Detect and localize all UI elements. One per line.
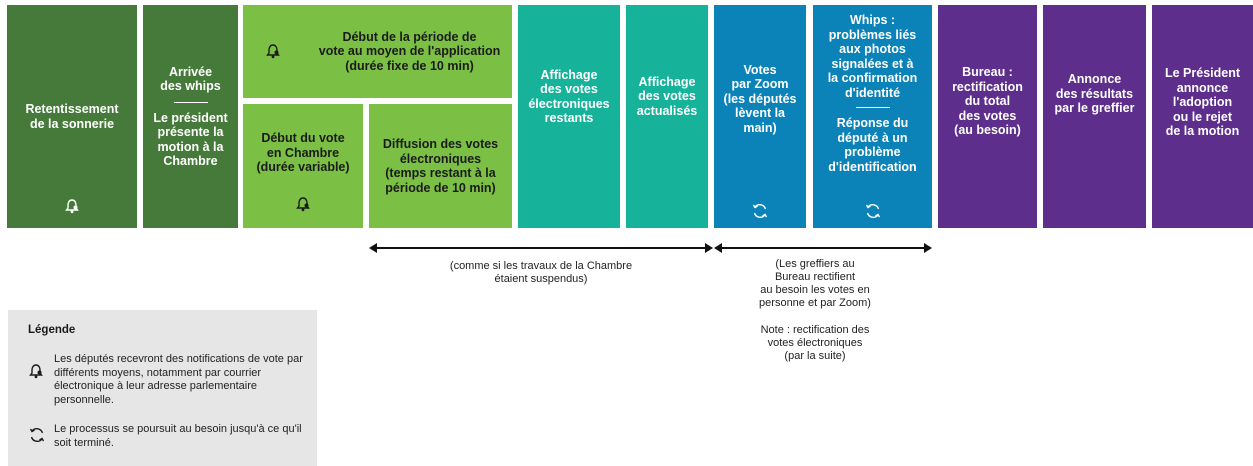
step-app-voting-start-label: Début de la période de vote au moyen de … <box>318 29 501 73</box>
note-clerks-correct: (Les greffiers au Bureau rectifient au b… <box>759 258 871 309</box>
note-suspended: (comme si les travaux de la Chambre étai… <box>449 260 633 285</box>
step-remaining-votes-display-label: Affichage des votes électroniques restan… <box>528 67 610 126</box>
step-motion-presented-label: Le président présente la motion à la Cha… <box>153 110 228 169</box>
step-speaker-announces-label: Le Président annonce l'adoption ou le re… <box>1164 66 1241 139</box>
legend-cycle-text: Le processus se poursuit au besoin jusqu… <box>54 423 302 449</box>
step-house-vote-start-label: Début du vote en Chambre (durée variable… <box>256 131 350 175</box>
step-bell-rings-label: Retentissement de la sonnerie <box>25 102 119 131</box>
bell-icon <box>29 364 43 379</box>
step-whips-identity-issues-label: Whips : problèmes liés aux photos signal… <box>827 13 918 100</box>
timeline-arrow-right <box>714 244 932 252</box>
step-updated-votes-display-label: Affichage des votes actualisés <box>636 74 698 118</box>
step-remaining-votes-display: Affichage des votes électroniques restan… <box>518 5 620 228</box>
legend: Légende Les députés recevront des notifi… <box>8 310 317 466</box>
bell-icon <box>266 44 280 59</box>
step-speaker-announces: Le Président annonce l'adoption ou le re… <box>1152 5 1253 228</box>
step-house-vote-start: Début du vote en Chambre (durée variable… <box>243 104 363 228</box>
step-whips-arrive: Arrivée des whips Le président présente … <box>143 5 238 228</box>
bell-icon <box>65 199 79 214</box>
note-electronic-correction: Note : rectification des votes électroni… <box>760 324 870 362</box>
bell-icon <box>296 197 310 212</box>
step-whips-identity-issues: Whips : problèmes liés aux photos signal… <box>813 5 932 228</box>
legend-title: Légende <box>28 324 76 336</box>
cycle-icon <box>752 203 768 219</box>
step-updated-votes-display: Affichage des votes actualisés <box>626 5 708 228</box>
step-bureau-correction: Bureau : rectification du total des vote… <box>938 5 1037 228</box>
step-member-response-label: Réponse du député à un problème d'identi… <box>828 116 917 174</box>
legend-bell-text: Les députés recevront des notifications … <box>54 353 303 406</box>
step-whips-arrive-label: Arrivée des whips <box>160 64 221 94</box>
divider <box>855 107 890 108</box>
timeline-arrow-left <box>369 244 713 252</box>
step-zoom-votes: Votes par Zoom (les députés lèvent la ma… <box>714 5 806 228</box>
step-bureau-correction-label: Bureau : rectification du total des vote… <box>952 65 1023 138</box>
step-results-announced-label: Annonce des résultats par le greffier <box>1054 72 1135 116</box>
divider <box>173 101 208 103</box>
step-electronic-votes-broadcast-label: Diffusion des votes électroniques (temps… <box>382 137 499 195</box>
cycle-icon <box>29 427 45 443</box>
step-bell-rings: Retentissement de la sonnerie <box>7 5 137 228</box>
step-zoom-votes-label: Votes par Zoom (les députés lèvent la ma… <box>723 62 797 135</box>
step-app-voting-start: Début de la période de vote au moyen de … <box>243 5 512 98</box>
step-electronic-votes-broadcast: Diffusion des votes électroniques (temps… <box>369 104 512 228</box>
step-results-announced: Annonce des résultats par le greffier <box>1043 5 1146 228</box>
cycle-icon <box>865 203 880 219</box>
